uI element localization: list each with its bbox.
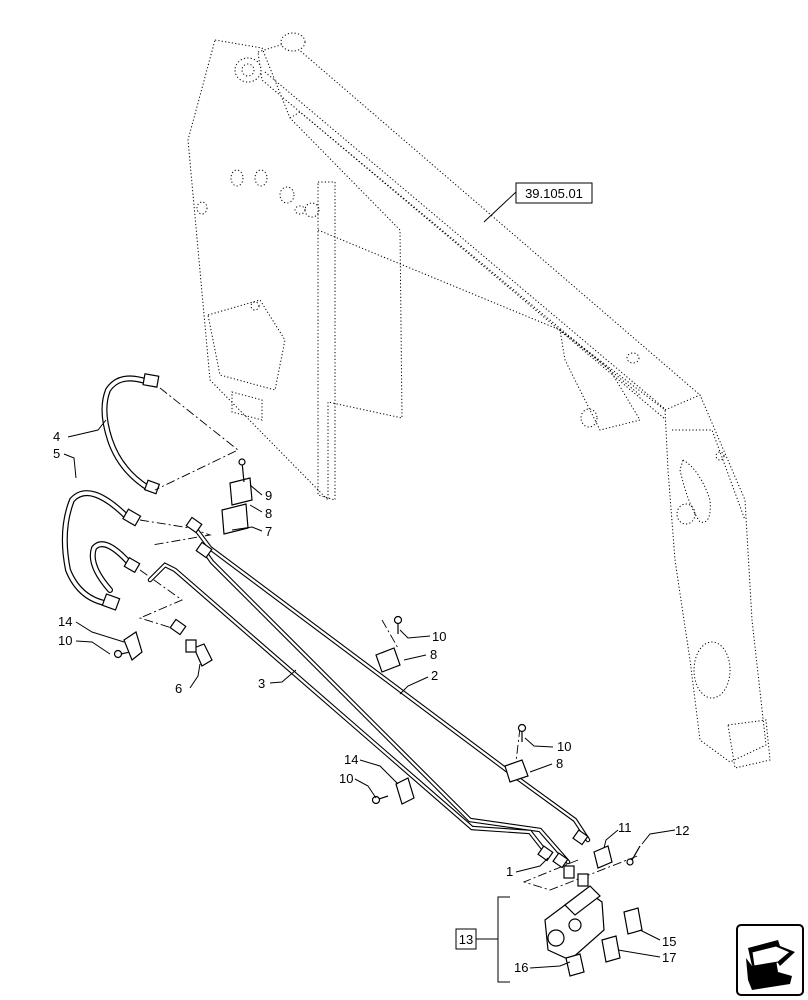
callout-10-left: 10 (58, 633, 72, 648)
callout-16: 16 (514, 960, 528, 975)
callout-4: 4 (53, 429, 60, 444)
callout-13: 13 (459, 932, 473, 947)
valve-assembly (544, 865, 605, 961)
callout-8-upper: 8 (265, 506, 272, 521)
bolt-10-d (371, 795, 389, 805)
callout-labels: 4 5 9 8 7 14 10 6 3 2 10 8 10 8 14 10 1 … (53, 429, 689, 975)
callout-17: 17 (662, 950, 676, 965)
callout-6: 6 (175, 681, 182, 696)
callout-2: 2 (431, 668, 438, 683)
callout-1: 1 (506, 864, 513, 879)
fitting-11 (593, 845, 613, 869)
clamp-bracket-upper (221, 458, 253, 535)
sensor-12 (626, 845, 641, 866)
callout-11: 11 (618, 820, 632, 835)
callout-10-mid: 10 (432, 629, 446, 644)
hose-5 (61, 490, 142, 611)
clamp-8-low (504, 759, 529, 783)
callout-14-lower: 14 (344, 752, 358, 767)
callout-8-mid: 8 (430, 647, 437, 662)
clip-14-lower (395, 777, 415, 805)
callout-5: 5 (53, 446, 60, 461)
bolt-10-c (113, 649, 131, 659)
callout-15: 15 (662, 934, 676, 949)
next-page-arrow-icon[interactable] (736, 924, 804, 996)
callout-7: 7 (265, 524, 272, 539)
reference-tag: 39.105.01 (483, 182, 593, 223)
fitting-17 (601, 935, 621, 963)
tube-fittings (169, 516, 589, 869)
callout-8-low: 8 (556, 756, 563, 771)
assembly-bracket (497, 896, 510, 983)
bolt-10-a (393, 615, 403, 634)
tube-2 (192, 525, 591, 865)
callout-leaders (63, 419, 676, 969)
bolt-10-b (517, 723, 527, 742)
callout-3: 3 (258, 676, 265, 691)
callout-10-lower: 10 (339, 771, 353, 786)
clamp-8-mid (375, 647, 401, 673)
elbow-fitting-6 (185, 639, 213, 667)
reference-number: 39.105.01 (525, 186, 583, 201)
callout-10-low: 10 (557, 739, 571, 754)
callout-12: 12 (675, 823, 689, 838)
clip-14-upper (123, 631, 143, 661)
fitting-16 (565, 953, 585, 977)
fitting-15 (623, 907, 643, 935)
hose-small (89, 541, 141, 593)
callout-9: 9 (265, 488, 272, 503)
tube-3 (147, 562, 551, 858)
callout-14-upper: 14 (58, 614, 72, 629)
hose-4 (101, 373, 161, 495)
boom-arm (187, 32, 771, 769)
